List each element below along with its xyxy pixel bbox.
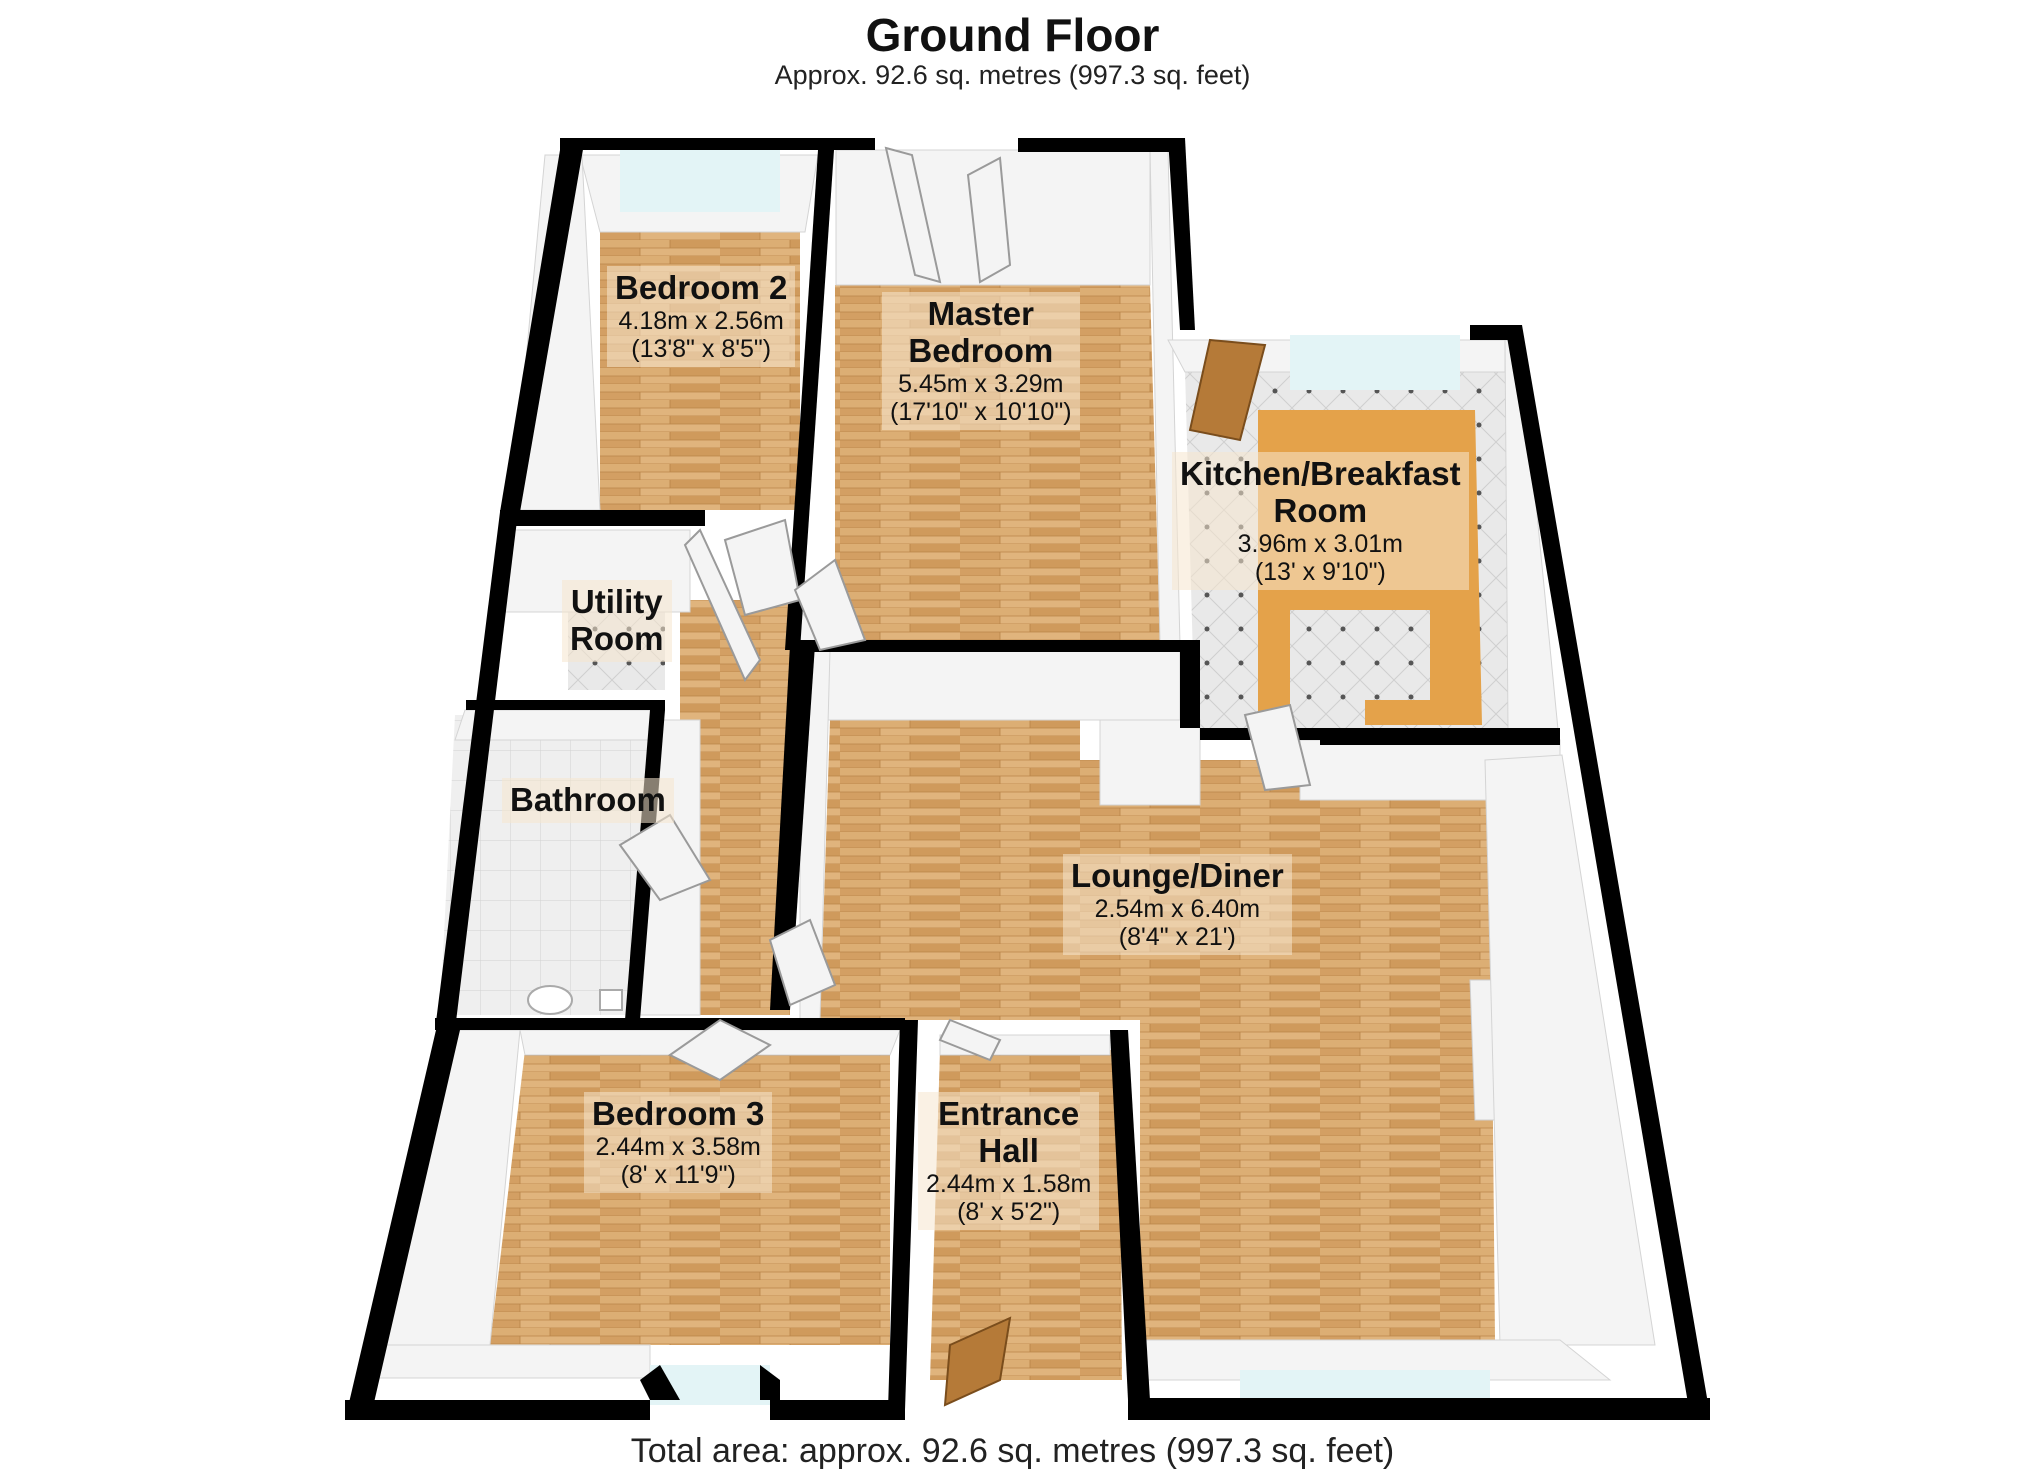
master-door-left xyxy=(884,146,942,284)
room-metric: 2.44m x 3.58m xyxy=(595,1132,761,1161)
hallway-floor xyxy=(680,600,790,1015)
kitchen-back-door xyxy=(1188,338,1267,442)
room-imperial: (13' x 9'10") xyxy=(1254,557,1386,586)
room-metric: 5.45m x 3.29m xyxy=(898,369,1064,398)
room-name-line-2: Room xyxy=(570,619,664,657)
front-door xyxy=(943,1316,1012,1407)
room-label-lounge-diner: Lounge/Diner 2.54m x 6.40m (8'4" x 21') xyxy=(1063,854,1292,955)
room-name-line-2: Hall xyxy=(978,1131,1039,1169)
window-lounge xyxy=(1240,1370,1490,1400)
bedroom-3-door xyxy=(668,1018,772,1082)
room-metric: 2.44m x 1.58m xyxy=(926,1169,1092,1198)
window-bedroom-2 xyxy=(620,150,780,212)
room-label-bedroom-2: Bedroom 2 4.18m x 2.56m (13'8" x 8'5") xyxy=(607,266,796,367)
room-name-line-1: Entrance xyxy=(938,1095,1080,1132)
room-imperial: (17'10" x 10'10") xyxy=(890,397,1072,426)
room-label-bathroom: Bathroom xyxy=(502,778,674,823)
room-name: Bedroom 3 xyxy=(592,1095,765,1132)
plan-area-subtitle: Approx. 92.6 sq. metres (997.3 sq. feet) xyxy=(774,60,1251,90)
room-label-kitchen: Kitchen/Breakfast Room 3.96m x 3.01m (13… xyxy=(1172,452,1469,590)
utility-door xyxy=(683,528,762,682)
room-imperial: (8' x 5'2") xyxy=(957,1197,1061,1226)
room-imperial: (13'8" x 8'5") xyxy=(631,334,772,363)
room-name: Lounge/Diner xyxy=(1071,857,1284,894)
wash-basin xyxy=(527,985,573,1015)
plan-title: Ground Floor xyxy=(865,9,1160,61)
doors xyxy=(618,146,1312,1082)
kitchen-door xyxy=(1243,703,1312,792)
room-metric: 2.54m x 6.40m xyxy=(1094,894,1261,923)
room-name: Bathroom xyxy=(510,781,666,818)
room-label-entrance-hall: Entrance Hall 2.44m x 1.58m (8' x 5'2") xyxy=(918,1092,1100,1230)
room-name: Bedroom 2 xyxy=(615,269,788,306)
room-imperial: (8' x 11'9") xyxy=(620,1160,736,1189)
room-name-line-2: Bedroom xyxy=(908,331,1054,369)
entrance-inner-door xyxy=(938,1018,1002,1062)
lounge-floor xyxy=(820,720,1495,1340)
room-metric: 3.96m x 3.01m xyxy=(1237,529,1403,558)
toilet xyxy=(599,989,623,1011)
room-name-line-1: Utility xyxy=(570,583,663,620)
master-side-door xyxy=(793,558,867,652)
window-kitchen xyxy=(1290,335,1460,390)
room-label-utility: Utility Room xyxy=(562,580,672,662)
windows xyxy=(620,150,1490,1405)
room-metric: 4.18m x 2.56m xyxy=(618,306,784,335)
room-name-line-1: Kitchen/Breakfast xyxy=(1180,455,1461,492)
room-imperial: (8'4" x 21') xyxy=(1118,922,1236,951)
walls xyxy=(345,138,1710,1420)
room-name-line-1: Master xyxy=(927,295,1034,332)
total-area: Total area: approx. 92.6 sq. metres (997… xyxy=(630,1432,1395,1470)
room-label-master-bedroom: Master Bedroom 5.45m x 3.29m (17'10" x 1… xyxy=(882,292,1080,430)
bathroom-door xyxy=(618,813,712,902)
room-name-line-2: Room xyxy=(1273,491,1368,529)
master-door-right xyxy=(966,156,1012,284)
lounge-door xyxy=(768,918,837,1007)
room-label-bedroom-3: Bedroom 3 2.44m x 3.58m (8' x 11'9") xyxy=(584,1092,773,1193)
